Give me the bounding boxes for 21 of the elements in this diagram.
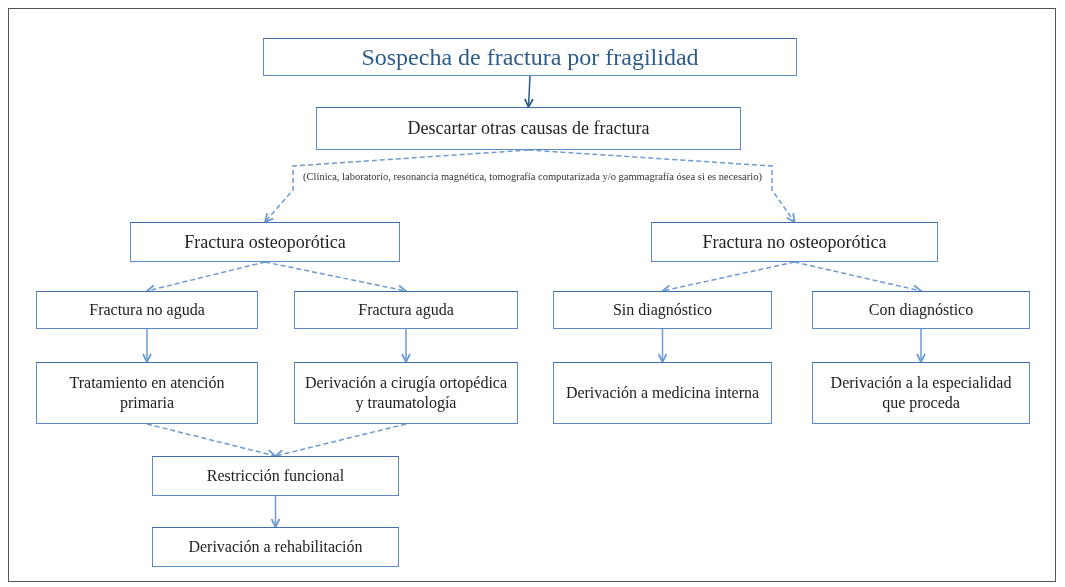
note-text: (Clínica, laboratorio, resonancia magnética, tomografía computarizada y/o gammagrafía ósea si es necesario) — [302, 171, 763, 182]
process-box: Fractura aguda — [294, 291, 518, 329]
title-box: Sospecha de fractura por fragilidad — [263, 38, 797, 76]
process-box: Con diagnóstico — [812, 291, 1030, 329]
process-box: Tratamiento en atención primaria — [36, 362, 258, 424]
process-box: Fractura osteoporótica — [130, 222, 400, 262]
process-box: Fractura no aguda — [36, 291, 258, 329]
process-box: Derivación a rehabilitación — [152, 527, 399, 567]
process-box: Derivación a la especialidad que proceda — [812, 362, 1030, 424]
process-box: Derivación a cirugía ortopédica y traumatología — [294, 362, 518, 424]
arrow — [401, 328, 411, 363]
process-box: Descartar otras causas de fractura — [316, 107, 741, 150]
process-box: Fractura no osteoporótica — [651, 222, 938, 262]
arrow — [657, 328, 668, 363]
arrow — [142, 328, 152, 363]
process-box: Sin diagnóstico — [553, 291, 772, 329]
process-box: Derivación a medicina interna — [553, 362, 772, 424]
process-box: Restricción funcional — [152, 456, 399, 496]
arrow — [916, 328, 926, 363]
arrow — [524, 75, 534, 108]
arrow — [270, 495, 281, 528]
